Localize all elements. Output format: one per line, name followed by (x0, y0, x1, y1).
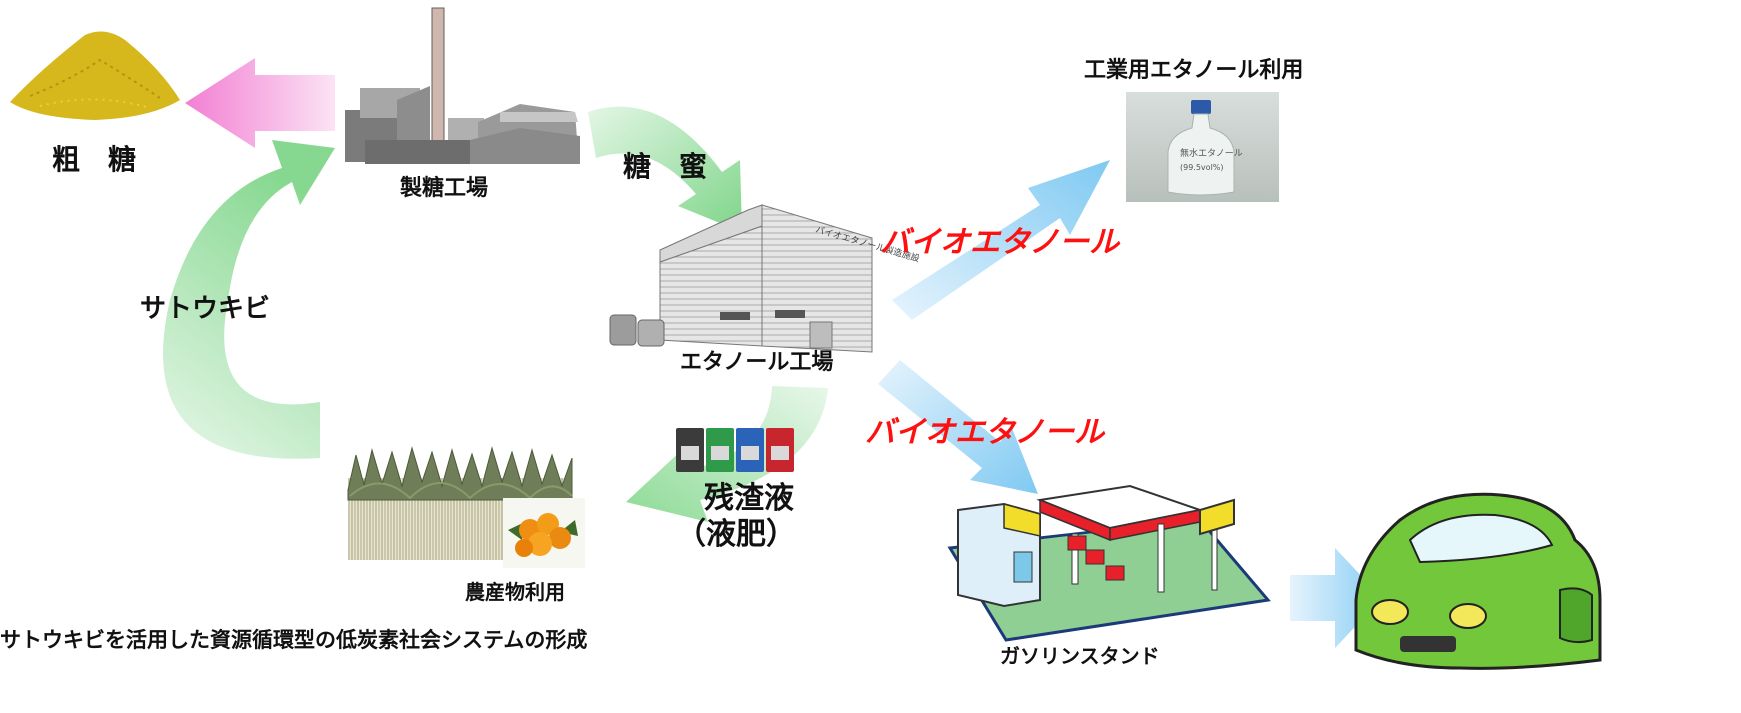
ethanol-bottle-icon: 無水エタノール (99.5vol%) (1126, 92, 1279, 202)
car-icon (1354, 492, 1602, 670)
ethanol-factory-icon: バイオエタノール製造施設 (609, 204, 921, 353)
sugar-factory-icon (345, 7, 580, 164)
agri-use-label: 農産物利用 (465, 580, 565, 604)
arrow-molasses (588, 106, 742, 232)
raw-sugar-pile-icon (10, 31, 180, 121)
arrow-factory-to-raw-sugar (185, 58, 335, 148)
bottle-label-2: (99.5vol%) (1180, 163, 1224, 172)
caption: サトウキビを活用した資源循環型の低炭素社会システムの形成 (0, 628, 588, 652)
ethanol-factory-label: エタノール工場 (680, 350, 834, 375)
industrial-use-label: 工業用エタノール利用 (1084, 58, 1304, 83)
raw-sugar-label: 粗 糖 (52, 143, 137, 176)
arrow-to-car (1290, 548, 1382, 648)
arrow-sugarcane-arc (163, 140, 335, 459)
bioethanol-upper-label: バイオエタノール (880, 225, 1120, 260)
sugarcane-label: サトウキビ (140, 294, 271, 324)
bioethanol-lower-label: バイオエタノール (865, 415, 1105, 450)
gas-station-icon (947, 484, 1271, 642)
arrow-to-industrial (892, 160, 1110, 320)
bottle-label-1: 無水エタノール (1180, 147, 1243, 159)
mango-icon (503, 498, 585, 568)
fertilizer-bottles-icon (676, 428, 794, 472)
molasses-label: 糖 蜜 (623, 150, 708, 183)
sugar-factory-label: 製糖工場 (400, 176, 489, 201)
arrow-to-gas-station (878, 360, 1038, 494)
residue-label-line1: 残渣液 (704, 481, 794, 516)
gas-station-label: ガソリンスタンド (1000, 644, 1160, 668)
arrow-residue (626, 386, 828, 522)
residue-label-line2: （液肥） (676, 517, 796, 552)
